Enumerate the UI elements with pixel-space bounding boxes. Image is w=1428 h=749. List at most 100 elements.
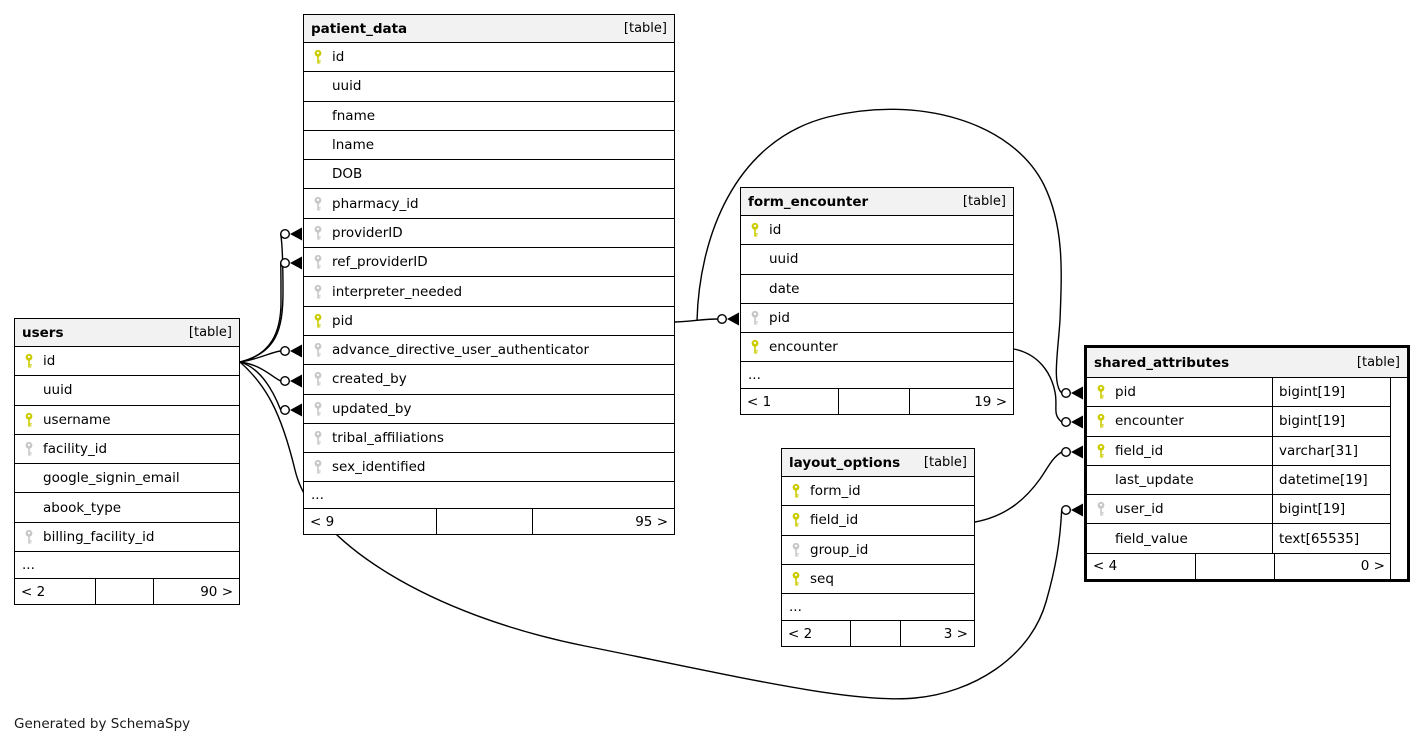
primary-key-icon (750, 222, 761, 238)
relationship-line-users.id-to-shared_attributes.user_id (239, 361, 1063, 700)
column-row-patient_data-sex_identified: sex_identified (304, 453, 674, 483)
table-title[interactable]: patient_data (311, 20, 408, 37)
column-row-layout_options-seq: seq (782, 564, 974, 595)
table-title[interactable]: users (22, 324, 64, 341)
column-row-layout_options-group_id: group_id (782, 535, 974, 565)
column-name: field_id (810, 512, 859, 529)
column-name: seq (810, 571, 834, 588)
relationship-line-patient_data.pid-to-shared_attributes.pid (696, 108, 1063, 394)
column-row-patient_data-advance_directive_user_authenticator: advance_directive_user_authenticator (304, 335, 674, 366)
column-name: pid (332, 312, 353, 329)
column-row-form_encounter-date: date (741, 274, 1013, 304)
footer-left-count: < 2 (782, 621, 852, 647)
relationship-line-form_encounter.encounter-to-shared_attributes.encounter (1013, 348, 1063, 423)
circle-connector-icon (1060, 388, 1071, 399)
footer-middle-cell (1196, 553, 1276, 579)
column-name: pharmacy_id (332, 195, 419, 212)
table-footer: < 1 19 > (741, 389, 1013, 415)
empty-side-column (1390, 378, 1407, 579)
foreign-key-icon (313, 284, 324, 300)
column-row-users-uuid: uuid (15, 376, 239, 406)
primary-key-icon (750, 339, 761, 355)
arrowhead-icon (1071, 445, 1083, 459)
circle-connector-icon (1060, 447, 1071, 458)
circle-connector-icon (280, 258, 291, 269)
column-row-users-google_signin_email: google_signin_email (15, 464, 239, 494)
relationship-line-users.id-to-patient_data.advance_directive_user_authenticator (239, 350, 281, 363)
table-header: form_encounter[table] (741, 188, 1013, 216)
relationship-line-users.id-to-patient_data.providerID (239, 233, 284, 363)
column-name: providerID (332, 224, 403, 241)
column-name: lname (332, 137, 375, 154)
column-row-layout_options-form_id: form_id (782, 477, 974, 507)
arrowhead-icon (290, 374, 302, 388)
column-row-patient_data-fname: fname (304, 101, 674, 131)
column-row-users-abook_type: abook_type (15, 493, 239, 523)
column-name: ref_providerID (332, 254, 428, 271)
foreign-key-icon (313, 196, 324, 212)
column-name: ... (311, 487, 324, 504)
foreign-key-icon (24, 441, 35, 457)
column-name: user_id (1115, 501, 1164, 518)
primary-key-icon (313, 313, 324, 329)
arrowhead-icon (290, 403, 302, 417)
column-row-shared_attributes-user_id: user_id bigint[19] (1087, 495, 1391, 525)
column-name: pid (769, 310, 790, 327)
table-type-badge: [table] (623, 21, 667, 36)
relationship-line-users.id-to-patient_data.ref_providerID (239, 262, 282, 363)
column-name: google_signin_email (43, 470, 180, 487)
primary-key-icon (24, 353, 35, 369)
footer-left-count: < 1 (741, 389, 839, 415)
foreign-key-icon (24, 529, 35, 545)
column-row-patient_data-pid: pid (304, 306, 674, 336)
table-header: users[table] (15, 319, 239, 347)
column-name: last_update (1115, 472, 1194, 489)
column-row-patient_data-interpreter_needed: interpreter_needed (304, 277, 674, 307)
column-name: facility_id (43, 441, 108, 458)
foreign-key-icon (313, 225, 324, 241)
column-row-users-facility_id: facility_id (15, 434, 239, 465)
column-name: encounter (769, 339, 838, 356)
column-name: ... (748, 367, 761, 384)
foreign-key-icon (313, 459, 324, 475)
relationship-line-patient_data.pid-to-form_encounter.pid (674, 318, 718, 323)
column-row-layout_options-field_id: field_id (782, 506, 974, 536)
column-row-patient_data-ref_providerID: ref_providerID (304, 248, 674, 278)
table-title[interactable]: layout_options (789, 454, 901, 471)
column-row-patient_data-uuid: uuid (304, 72, 674, 102)
table-title[interactable]: form_encounter (748, 193, 869, 210)
table-title[interactable]: shared_attributes (1094, 354, 1230, 371)
column-row-patient_data-lname: lname (304, 130, 674, 161)
footer-right-count: 19 > (974, 393, 1007, 410)
table-header: shared_attributes [table] (1087, 348, 1407, 378)
column-name: abook_type (43, 499, 122, 516)
column-name: group_id (810, 541, 869, 558)
foreign-key-icon (313, 342, 324, 358)
primary-key-icon (1096, 413, 1107, 429)
footer-middle-cell (96, 579, 154, 605)
table-type-badge: [table] (1356, 355, 1400, 370)
ellipsis-row: ... (15, 552, 239, 580)
circle-connector-icon (1060, 417, 1071, 428)
column-row-users-username: username (15, 405, 239, 435)
column-name: ... (789, 599, 802, 616)
column-type: bigint[19] (1272, 378, 1391, 407)
column-row-form_encounter-uuid: uuid (741, 245, 1013, 275)
column-name: id (43, 353, 56, 370)
column-name: username (43, 411, 111, 428)
column-type: bigint[19] (1272, 495, 1391, 524)
column-row-users-billing_facility_id: billing_facility_id (15, 522, 239, 553)
column-row-patient_data-id: id (304, 43, 674, 73)
footer-left-count: < 2 (15, 579, 96, 605)
